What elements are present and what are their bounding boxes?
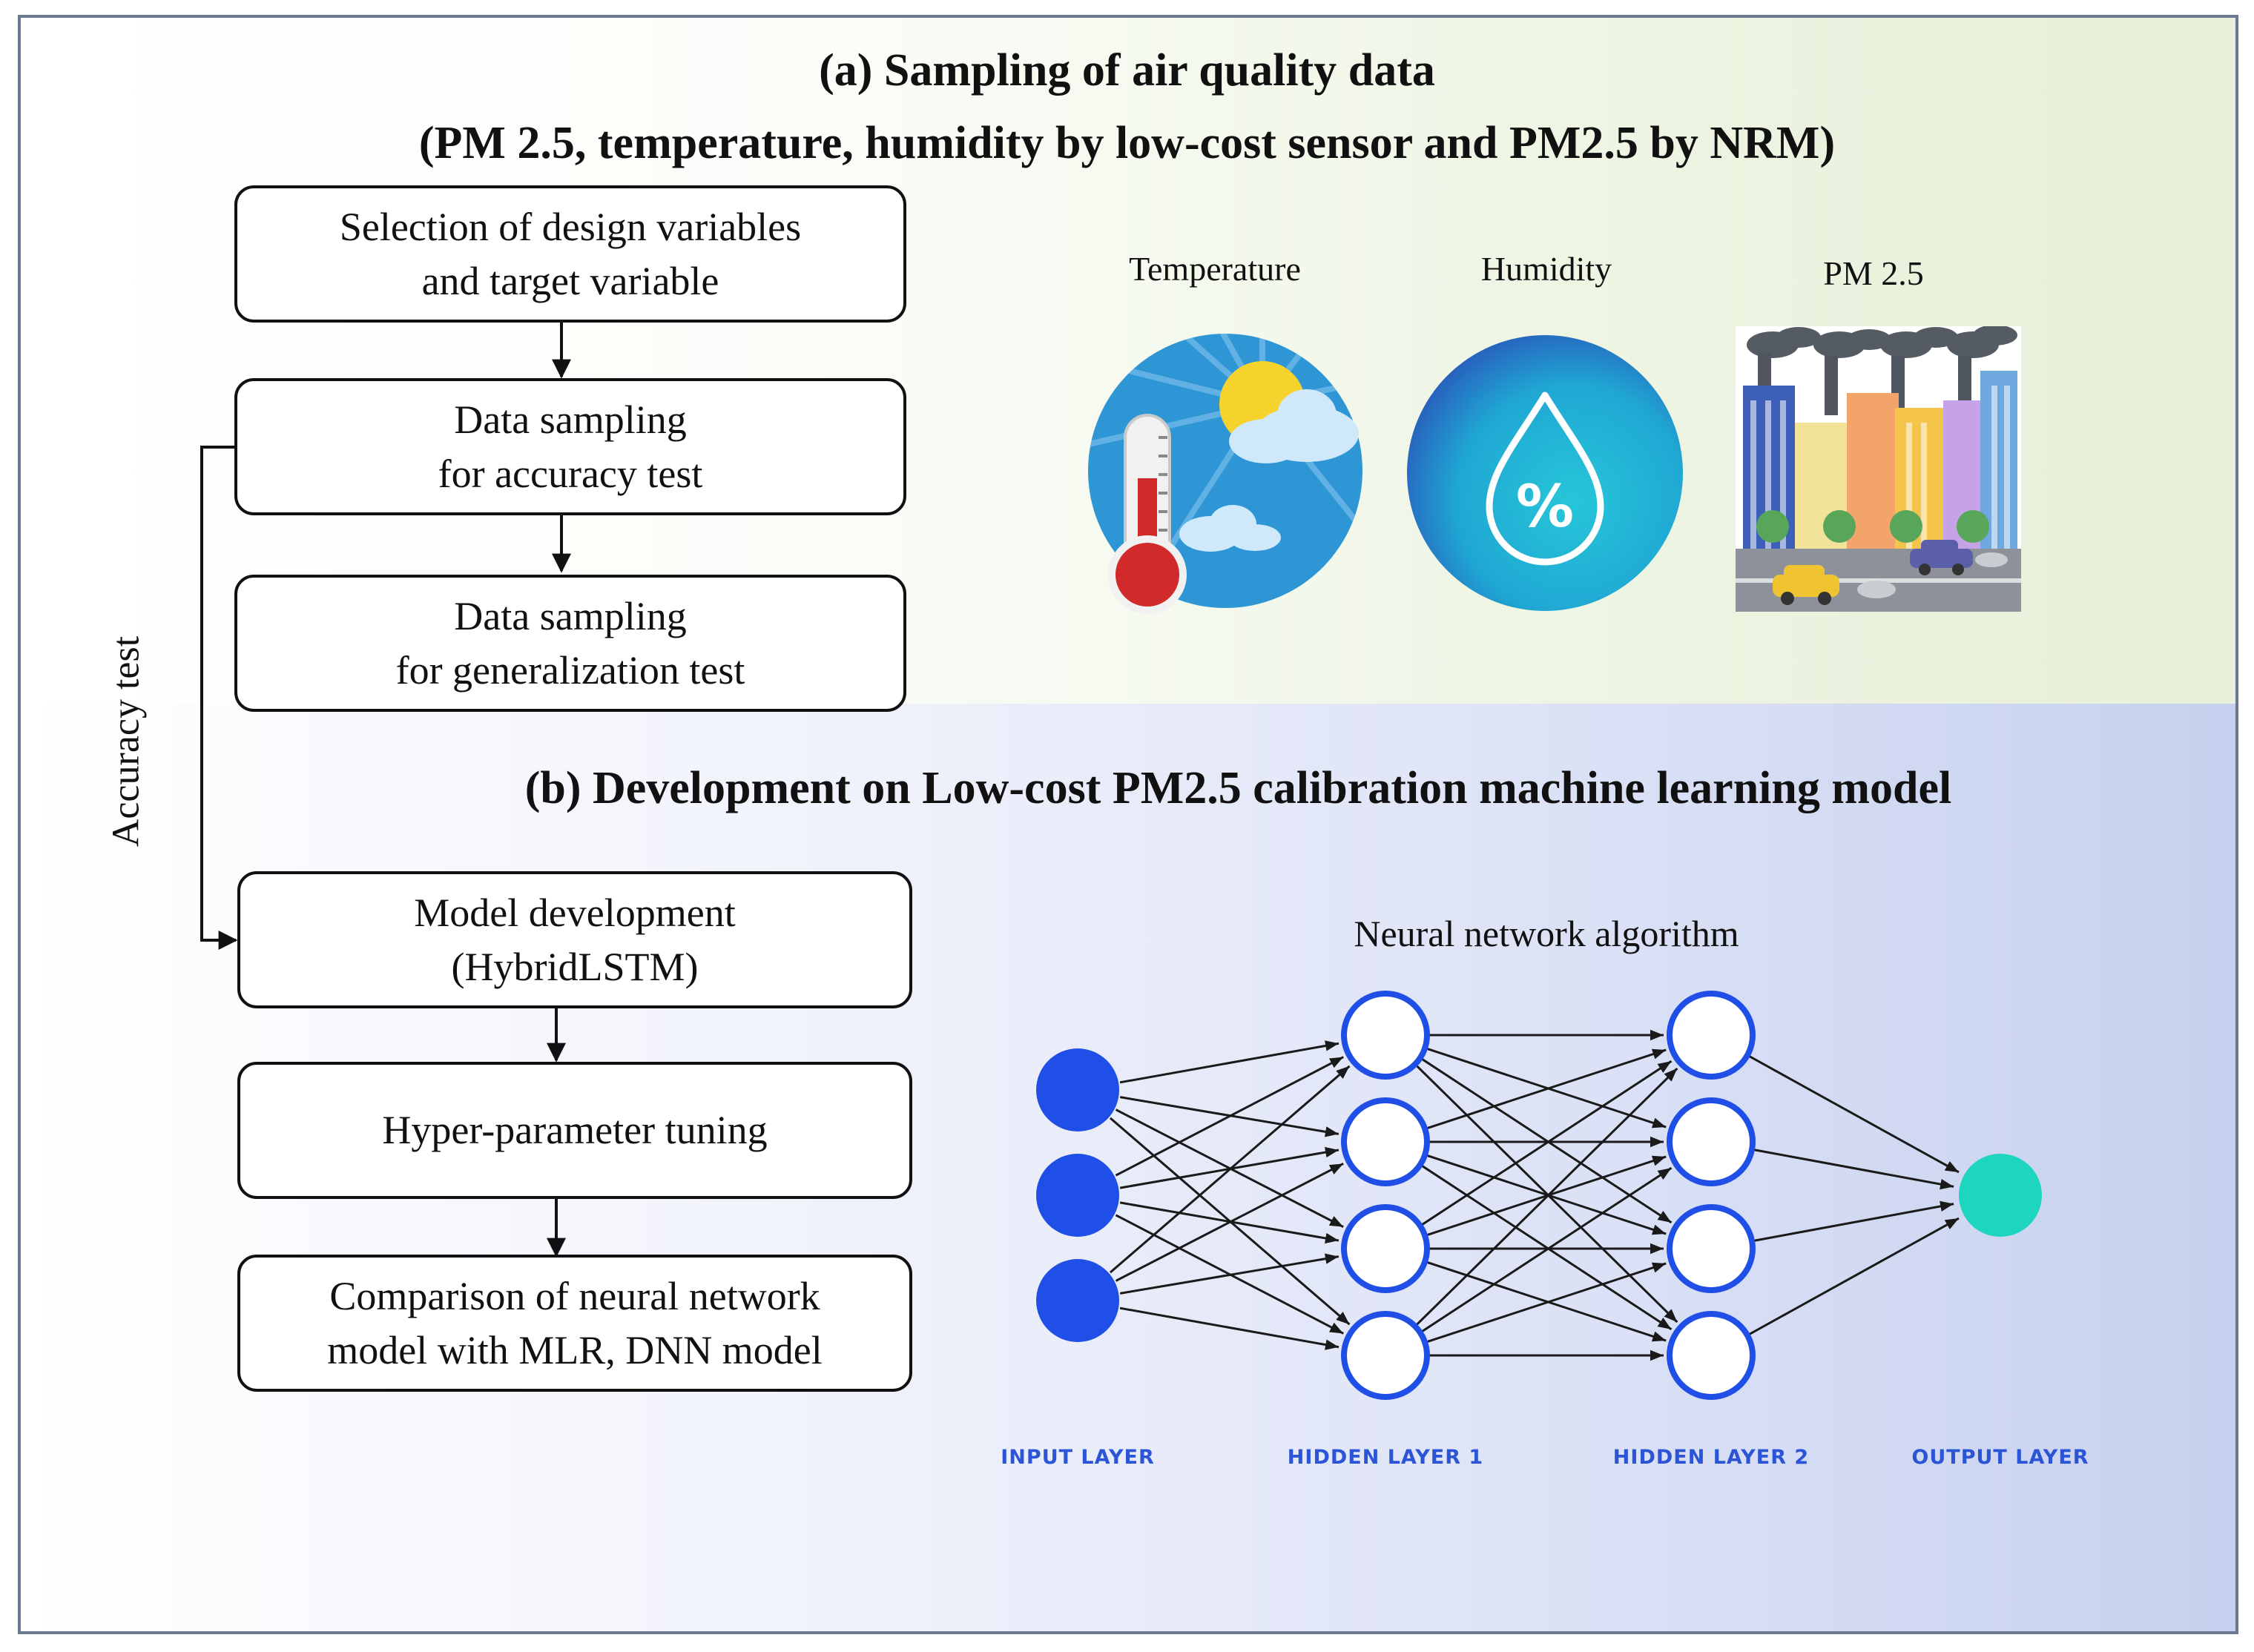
hidden-layer-2-label: HIDDEN LAYER 2 (1612, 1446, 1810, 1469)
flow-box-line: (HybridLSTM) (451, 944, 699, 989)
nn-node-layer-3 (1667, 1204, 1756, 1293)
nn-connection (1119, 1253, 1339, 1295)
section-a-subtitle: (PM 2.5, temperature, humidity by low-co… (418, 118, 1836, 168)
nn-node-layer-3 (1667, 991, 1756, 1080)
flow-box-line: for generalization test (395, 647, 745, 693)
temperature-label: Temperature (1129, 250, 1301, 288)
neural-network-caption: Neural network algorithm (1354, 913, 1739, 954)
nn-node-layer-3 (1667, 1097, 1756, 1186)
nn-node-layer-2 (1341, 1097, 1430, 1186)
flow-box-line: Model development (414, 890, 736, 935)
section-a-title: (a) Sampling of air quality data (819, 45, 1435, 96)
accuracy-test-feedback-arrow (200, 446, 238, 950)
nn-connection (1426, 1154, 1667, 1235)
nn-connection (1748, 1217, 1960, 1336)
hidden-layer-1-label: HIDDEN LAYER 1 (1287, 1446, 1484, 1469)
flow-box-line: Data sampling (454, 593, 687, 638)
nn-connection (1426, 1262, 1667, 1344)
nn-connection (1415, 1067, 1678, 1326)
flow-box-line: and target variable (421, 258, 719, 303)
flow-box-line: model with MLR, DNN model (327, 1327, 823, 1372)
humidity-percent-symbol: % (1516, 474, 1574, 541)
nn-connection (1753, 1149, 1954, 1190)
nn-node-layer-2 (1341, 1204, 1430, 1293)
section-b-title: (b) Development on Low-cost PM2.5 calibr… (524, 763, 1952, 813)
input-layer-label: INPUT LAYER (1001, 1446, 1155, 1469)
nn-connection (1426, 1048, 1667, 1130)
nn-connection (1420, 1060, 1673, 1226)
flow-box-selection-variables: Selection of design variables and target… (234, 185, 906, 323)
nn-node-layer-2 (1341, 991, 1430, 1080)
flow-box-model-comparison: Comparison of neural network model with … (237, 1255, 912, 1392)
nn-node-layer-1 (1036, 1259, 1119, 1342)
factory-city-icon (1736, 326, 2021, 612)
nn-connection (1426, 1047, 1667, 1129)
nn-node-layer-3 (1667, 1311, 1756, 1400)
flow-box-model-development: Model development (HybridLSTM) (237, 871, 912, 1008)
pm25-label: PM 2.5 (1823, 254, 1924, 292)
humidity-label: Humidity (1480, 250, 1612, 288)
nn-node-layer-2 (1341, 1311, 1430, 1400)
nn-connection (1753, 1200, 1954, 1242)
thermometer-sun-cloud-icon (1088, 334, 1362, 614)
flow-box-line: Data sampling (454, 397, 687, 442)
nn-connection (1748, 1054, 1960, 1174)
flow-box-line: for accuracy test (438, 451, 703, 496)
flow-box-line: Hyper-parameter tuning (382, 1108, 768, 1153)
nn-connection (1115, 1162, 1344, 1282)
nn-connection (1420, 1166, 1673, 1333)
output-layer-label: OUTPUT LAYER (1911, 1446, 2089, 1469)
nn-connection (1119, 1306, 1339, 1350)
flow-box-accuracy-sampling: Data sampling for accuracy test (234, 378, 906, 515)
flow-box-line: Comparison of neural network (329, 1273, 820, 1318)
nn-connection (1115, 1056, 1344, 1177)
flow-box-line: Selection of design variables (339, 204, 802, 249)
humidity-drop-icon: % (1407, 335, 1683, 611)
nn-connection (1119, 1040, 1339, 1084)
nn-connection (1420, 1164, 1673, 1331)
flow-box-hyperparameter-tuning: Hyper-parameter tuning (237, 1062, 912, 1199)
nn-node-layer-1 (1036, 1154, 1119, 1237)
flow-box-generalization-sampling: Data sampling for generalization test (234, 575, 906, 712)
nn-connection (1109, 1065, 1351, 1274)
nn-node-layer-4 (1959, 1154, 2042, 1237)
nn-node-layer-1 (1036, 1048, 1119, 1131)
